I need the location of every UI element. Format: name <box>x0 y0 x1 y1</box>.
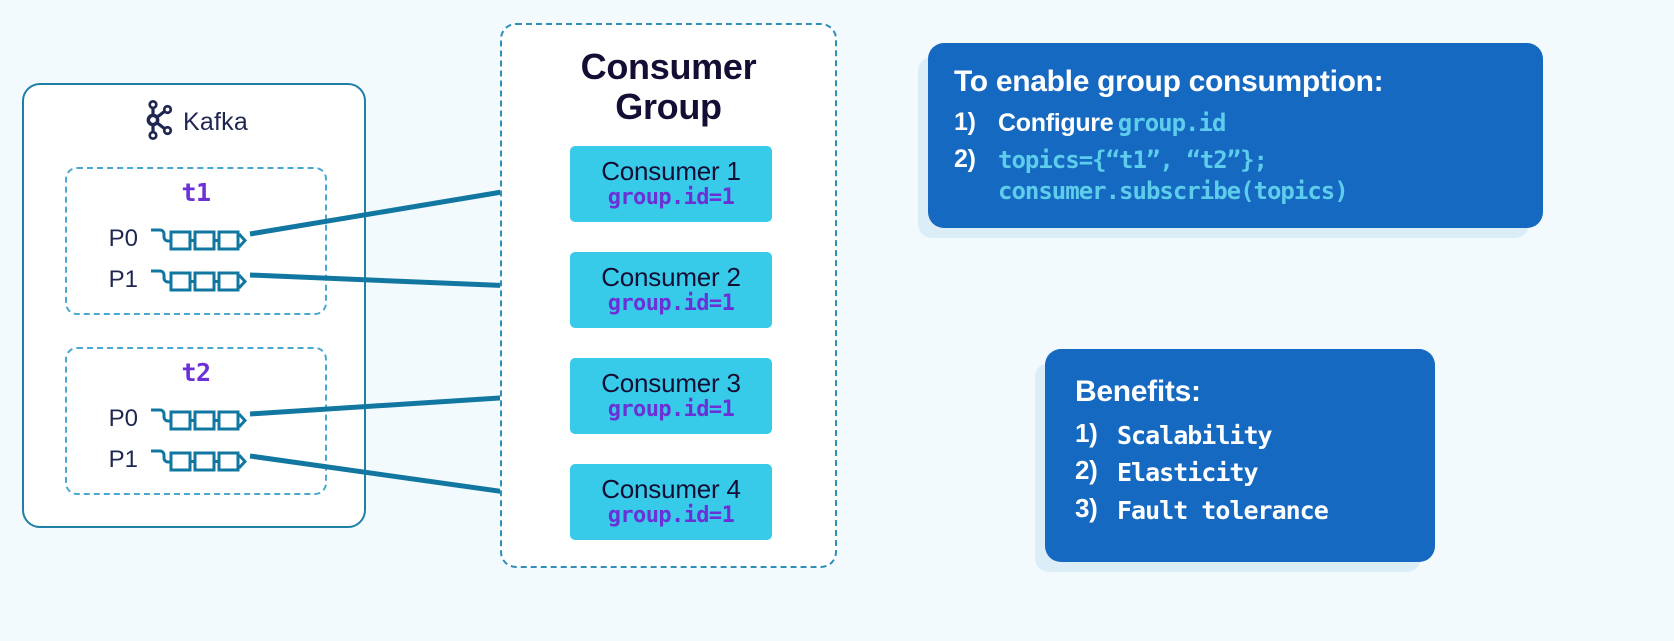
enable-card-item-2: 2) topics={“t1”, “t2”}; consumer.subscri… <box>954 145 1517 208</box>
benefits-card-title: Benefits: <box>1075 375 1201 408</box>
enable-group-consumption-card: To enable group consumption: 1) Configur… <box>928 43 1543 228</box>
benefits-card-item-2: 2) Elasticity <box>1075 455 1409 491</box>
enable-card-title: To enable group consumption: <box>954 65 1384 98</box>
partition-log-icon <box>149 443 249 477</box>
consumer-group-id: group.id=1 <box>607 397 735 423</box>
list-body: Configure group.id <box>998 108 1517 140</box>
partition-log-icon <box>149 222 249 256</box>
consumer-group-box: Consumer Group Consumer 1 group.id=1 Con… <box>500 23 837 568</box>
partition-log-icon <box>149 402 249 436</box>
partition-row-t1-p0: P0 <box>67 221 325 257</box>
consumer-card-4[interactable]: Consumer 4 group.id=1 <box>570 464 772 540</box>
list-number: 1) <box>1075 418 1098 448</box>
list-number: 2) <box>1075 455 1098 486</box>
consumer-group-id: group.id=1 <box>607 185 735 211</box>
partition-row-t2-p1: P1 <box>67 442 325 478</box>
topic-box-t2: t2 P0 <box>65 347 327 495</box>
kafka-header: Kafka <box>24 99 364 146</box>
consumer-name: Consumer 1 <box>601 156 741 187</box>
consumer-name: Consumer 4 <box>601 474 741 505</box>
kafka-label: Kafka <box>183 108 248 136</box>
topic-label-t2: t2 <box>181 358 211 387</box>
consumer-card-2[interactable]: Consumer 2 group.id=1 <box>570 252 772 328</box>
benefit-text: Scalability <box>1117 421 1273 450</box>
consumer-name: Consumer 2 <box>601 262 741 293</box>
enable-item2-code-line1: topics={“t1”, “t2”}; <box>998 145 1268 174</box>
consumer-group-title-line2: Group <box>615 86 722 128</box>
topic-box-t1: t1 P0 <box>65 167 327 315</box>
consumer-name: Consumer 3 <box>601 368 741 399</box>
benefit-text: Elasticity <box>1117 458 1259 488</box>
benefits-card-item-1: 1) Scalability <box>1075 418 1409 454</box>
kafka-logo-icon <box>140 99 174 146</box>
consumer-group-id: group.id=1 <box>607 503 735 529</box>
consumer-group-id: group.id=1 <box>607 291 735 317</box>
consumer-card-3[interactable]: Consumer 3 group.id=1 <box>570 358 772 434</box>
consumer-card-1[interactable]: Consumer 1 group.id=1 <box>570 146 772 222</box>
consumer-group-title-line1: Consumer <box>580 46 757 87</box>
list-number: 3) <box>1075 492 1098 523</box>
partition-label: P1 <box>108 266 138 293</box>
enable-item1-code: group.id <box>1117 109 1227 137</box>
benefits-card-list: 1) Scalability 2) Elasticity 3) Fault to… <box>1075 418 1409 529</box>
topic-label-t1: t1 <box>181 178 211 207</box>
partition-row-t1-p1: P1 <box>67 262 325 298</box>
benefits-card-item-3: 3) Fault tolerance <box>1075 493 1409 529</box>
consumer-group-title: Consumer Group <box>502 46 835 128</box>
list-number: 1) <box>954 108 976 136</box>
list-body: topics={“t1”, “t2”}; consumer.subscribe(… <box>998 145 1517 208</box>
enable-card-item-1: 1) Configure group.id <box>954 108 1517 140</box>
benefits-card: Benefits: 1) Scalability 2) Elasticity 3… <box>1045 349 1435 562</box>
partition-log-icon <box>149 263 249 297</box>
list-number: 2) <box>954 144 976 173</box>
enable-card-list: 1) Configure group.id 2) topics={“t1”, “… <box>954 108 1517 208</box>
enable-item1-text: Configure <box>998 109 1114 137</box>
kafka-cluster-box: Kafka t1 P0 <box>22 83 366 528</box>
partition-label: P0 <box>108 405 138 432</box>
partition-row-t2-p0: P0 <box>67 401 325 437</box>
enable-item2-code-line2: consumer.subscribe(topics) <box>998 177 1349 206</box>
partition-label: P1 <box>108 446 138 473</box>
partition-label: P0 <box>108 225 138 252</box>
benefit-text: Fault tolerance <box>1117 495 1329 525</box>
